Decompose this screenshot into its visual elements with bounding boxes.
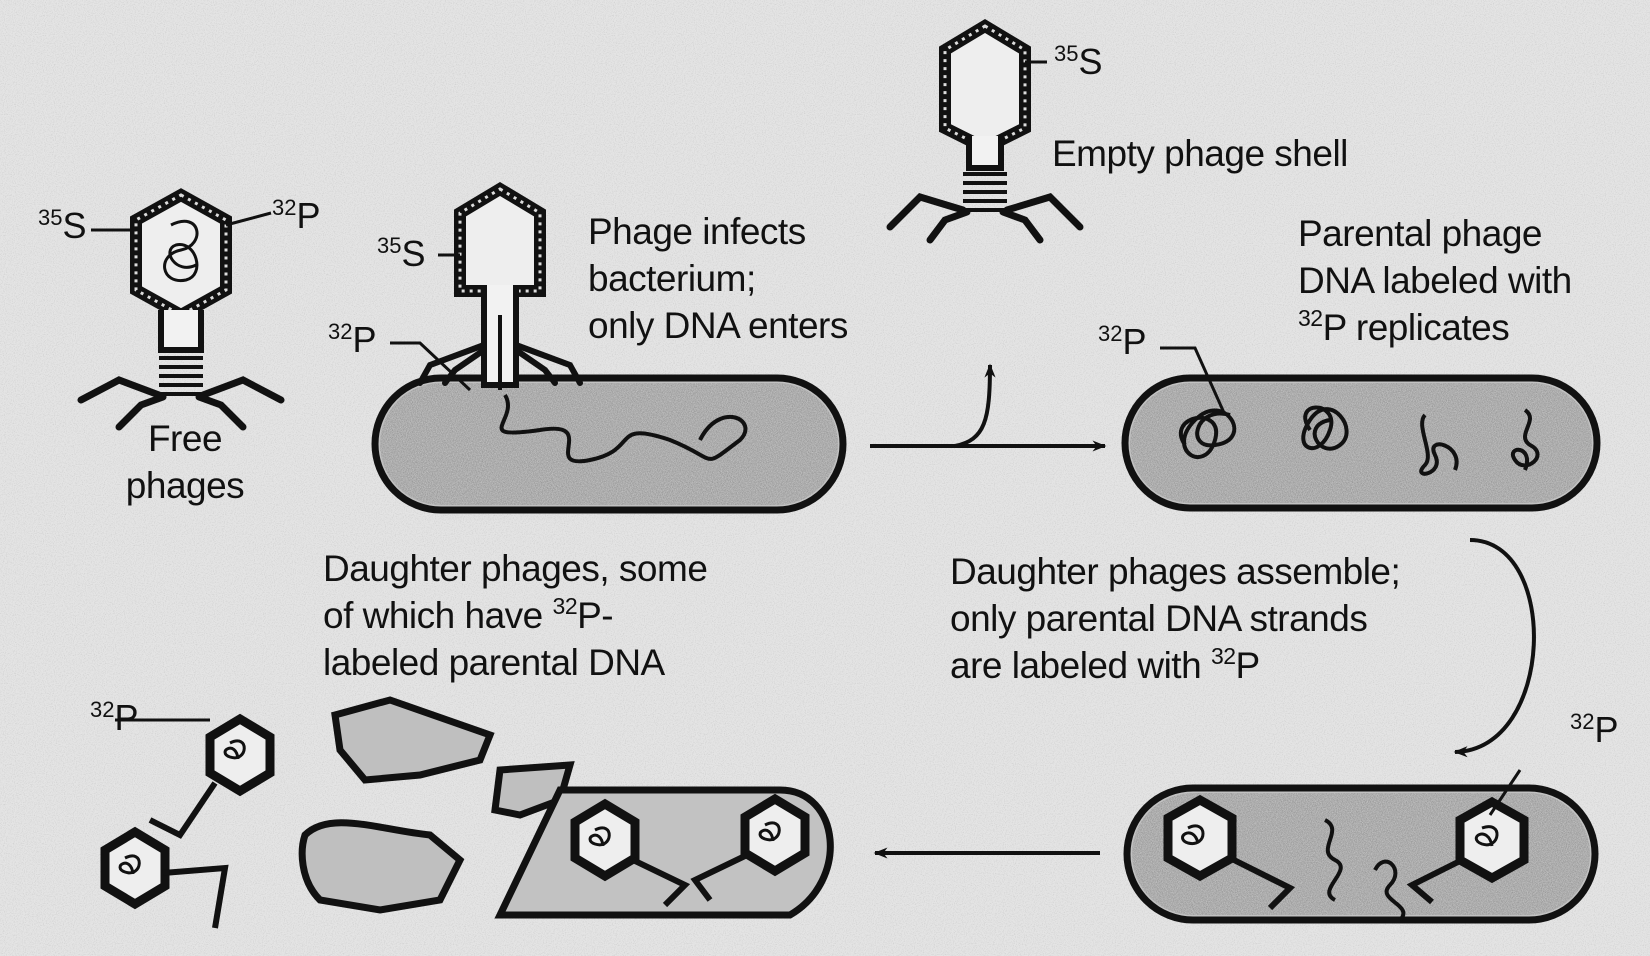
released-phage-p32-label: 32P [90,698,139,738]
caption-dna-replicates: Parental phage DNA labeled with 32P repl… [1298,210,1572,351]
free-phage-p32-label: 32P [272,196,321,236]
caption-empty-phage-shell: Empty phage shell [1052,130,1348,177]
caption-daughter-phages-labeled: Daughter phages, some of which have 32P-… [323,545,707,686]
free-phage-s35-label: 35S [38,206,87,246]
assembling-phage-p32-label: 32P [1570,710,1619,750]
infecting-phage-s35-label: 35S [377,234,426,274]
replicating-dna-p32-label: 32P [1098,322,1147,362]
caption-phage-infects: Phage infects bacterium; only DNA enters [588,208,848,349]
infecting-phage-p32-label: 32P [328,320,377,360]
empty-shell-s35-label: 35S [1054,42,1103,82]
bacterium-3 [1127,770,1595,920]
bacterium-1 [375,378,843,510]
caption-daughter-phages-assemble: Daughter phages assemble; only parental … [950,548,1400,689]
caption-free-phages: Free phages [110,415,260,509]
